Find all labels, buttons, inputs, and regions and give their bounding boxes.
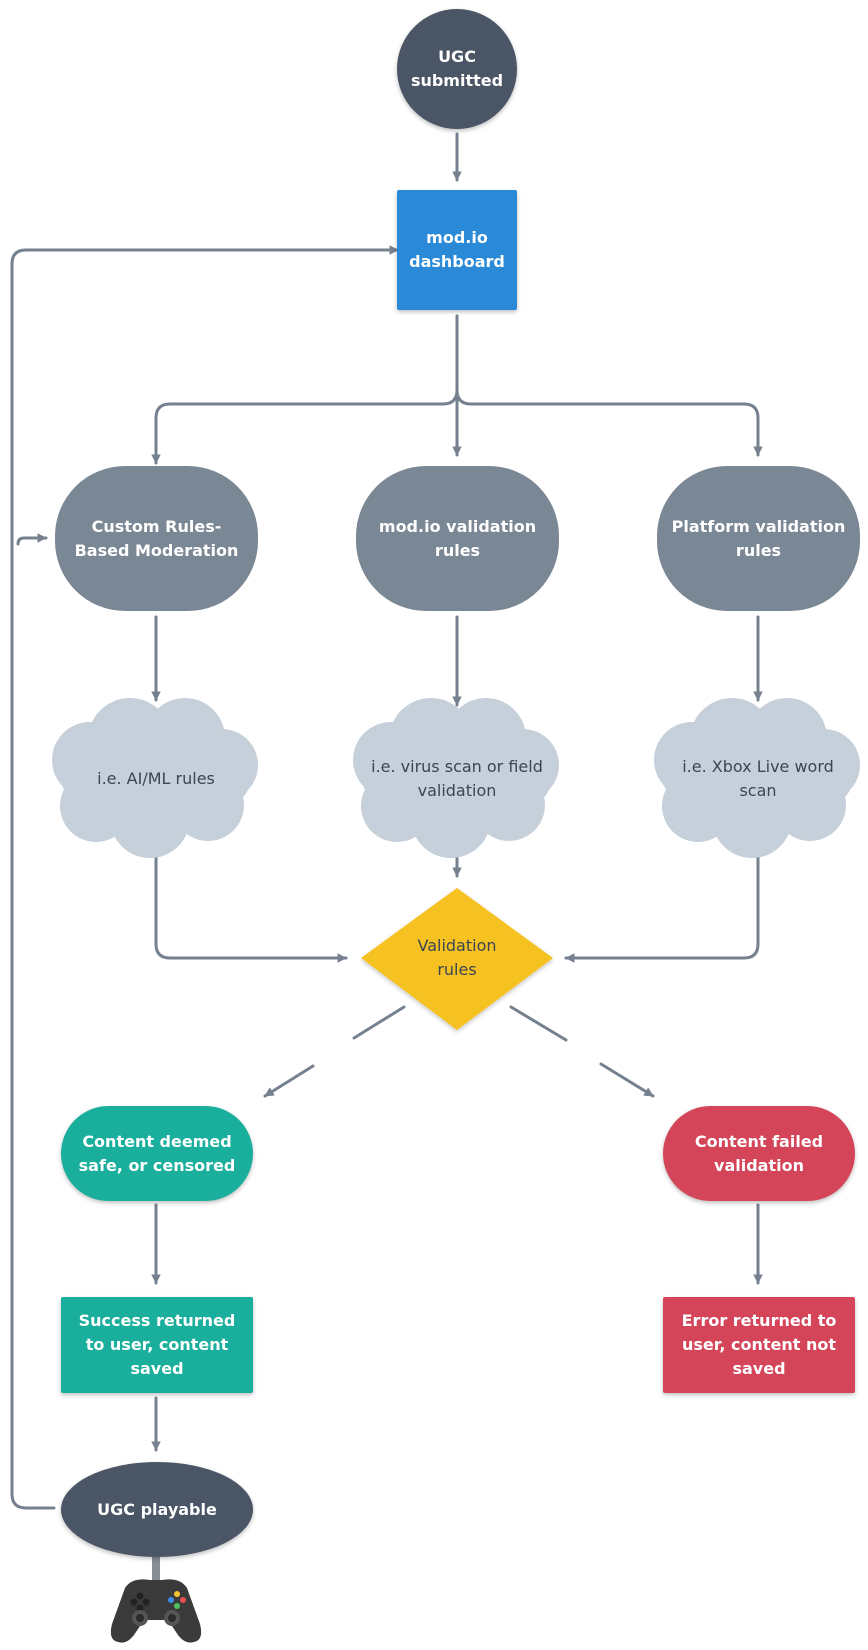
node-content-safe: Content deemed safe, or censored — [61, 1106, 253, 1201]
connector-aiml-validation — [154, 855, 348, 963]
node-content-safe-label: Content deemed safe, or censored — [78, 1131, 236, 1175]
gamepad-icon — [110, 1556, 202, 1643]
connector-validation-safe — [265, 1005, 406, 1096]
connector-validation-failed — [509, 1005, 653, 1096]
connector-loop-custom — [16, 533, 48, 546]
validation-diamond — [361, 888, 553, 1030]
node-modio-validation-rules: mod.io validation rules — [356, 466, 559, 611]
cloud-ai-ml-label: i.e. AI/ML rules — [60, 755, 252, 803]
node-ugc-playable: UGC playable — [61, 1462, 253, 1557]
connector-xbox-validation — [564, 855, 760, 963]
validation-rules-text: Validation rules — [417, 936, 497, 979]
connector-dashboard-platform — [455, 388, 763, 457]
node-ugc-submitted: UGC submitted — [397, 9, 517, 129]
node-ugc-playable-label: UGC playable — [97, 1499, 217, 1519]
cloud-ai-ml-text: i.e. AI/ML rules — [97, 769, 215, 788]
node-success-returned: Success returned to user, content saved — [61, 1297, 253, 1393]
cloud-ai-ml — [52, 698, 258, 858]
connector-dashboard-custom — [151, 388, 459, 465]
node-modio-dashboard-label: mod.io dashboard — [409, 228, 505, 271]
cloud-virus-scan-text: i.e. virus scan or field validation — [371, 757, 543, 800]
node-custom-rules-label: Custom Rules-Based Moderation — [74, 516, 239, 560]
cloud-virus-scan — [353, 698, 559, 858]
cloud-virus-scan-label: i.e. virus scan or field validation — [361, 755, 553, 803]
node-content-failed-label: Content failed validation — [694, 1131, 824, 1175]
node-ugc-submitted-label: UGC submitted — [410, 47, 504, 90]
node-error-returned: Error returned to user, content not save… — [663, 1297, 855, 1393]
validation-rules-label: Validation rules — [407, 934, 507, 982]
node-success-returned-label: Success returned to user, content saved — [78, 1311, 236, 1378]
node-error-returned-label: Error returned to user, content not save… — [681, 1311, 837, 1378]
cloud-xbox-scan-label: i.e. Xbox Live word scan — [662, 755, 854, 803]
node-custom-rules: Custom Rules-Based Moderation — [55, 466, 258, 611]
node-modio-validation-rules-label: mod.io validation rules — [378, 516, 537, 560]
node-content-failed: Content failed validation — [663, 1106, 855, 1201]
connector-playable-loop — [10, 245, 400, 1510]
node-modio-dashboard: mod.io dashboard — [397, 190, 517, 310]
node-platform-validation-rules-label: Platform validation rules — [671, 516, 846, 560]
cloud-xbox-scan-text: i.e. Xbox Live word scan — [682, 757, 834, 800]
cloud-xbox-scan — [654, 698, 860, 858]
node-platform-validation-rules: Platform validation rules — [657, 466, 860, 611]
